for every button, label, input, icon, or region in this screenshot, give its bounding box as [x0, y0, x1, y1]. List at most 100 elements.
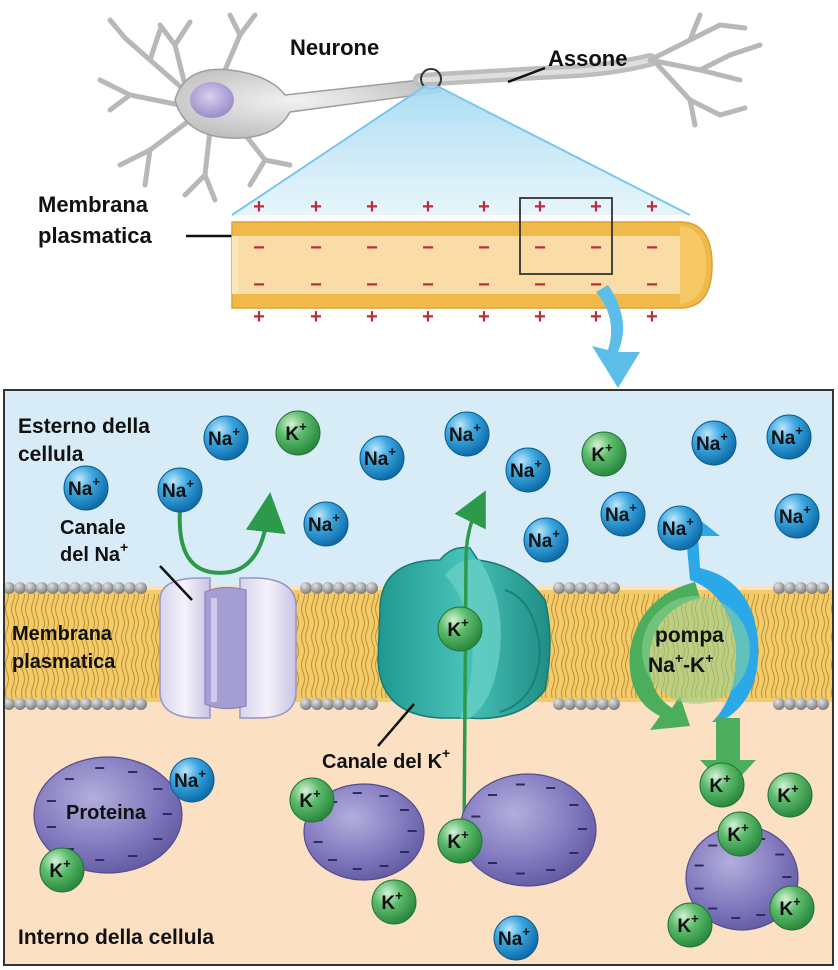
minus-sign: −	[646, 237, 658, 259]
ion-label: Na+	[68, 474, 100, 500]
protein-charge: −	[471, 806, 482, 826]
lipid-head	[608, 582, 620, 594]
protein-charge: −	[153, 779, 164, 799]
minus-sign: −	[646, 274, 658, 296]
lipid-head	[806, 698, 818, 710]
lipid-head	[311, 582, 323, 594]
protein-charge: −	[327, 850, 338, 870]
protein-charge: −	[569, 843, 580, 863]
label-interno: Interno della cellula	[18, 926, 214, 949]
lipid-head	[795, 698, 807, 710]
minus-sign: −	[310, 237, 322, 259]
lipid-head	[564, 698, 576, 710]
lipid-head	[25, 698, 37, 710]
lipid-head	[344, 698, 356, 710]
axon-charge-signs: ++−−++−−++−−++−−++−−++−−++−−++−−	[253, 196, 658, 328]
lipid-head	[597, 698, 609, 710]
protein-charge: −	[352, 783, 363, 803]
lipid-head	[817, 582, 829, 594]
panel-border	[3, 389, 834, 966]
minus-sign: −	[422, 274, 434, 296]
lipid-head	[311, 698, 323, 710]
k-flow-arrow	[454, 490, 486, 841]
k-ion: K+	[437, 606, 483, 652]
protein-charge: −	[707, 836, 718, 856]
lipid-head	[25, 582, 37, 594]
label-proteina: Proteina	[66, 802, 147, 824]
protein-charge: −	[46, 791, 57, 811]
plus-sign: +	[422, 306, 434, 328]
protein-charge: −	[127, 762, 138, 782]
ion-label: Na+	[364, 444, 396, 470]
label-membrana-mid-2: plasmatica	[12, 651, 116, 673]
minus-sign: −	[478, 237, 490, 259]
na-ion: Na+	[169, 757, 215, 803]
k-ion: K+	[289, 777, 335, 823]
label-neurone: Neurone	[290, 35, 379, 60]
minus-sign: −	[590, 274, 602, 296]
label-esterno-1: Esterno della	[18, 415, 150, 438]
lipid-head	[344, 582, 356, 594]
ion-label: K+	[49, 856, 71, 882]
ion-label: Na+	[779, 502, 811, 528]
ion-label: K+	[447, 615, 469, 641]
minus-sign: −	[590, 237, 602, 259]
protein-charge: −	[545, 860, 556, 880]
na-channel	[159, 577, 297, 719]
protein-charge: −	[487, 853, 498, 873]
protein-charge: −	[162, 804, 173, 824]
label-pompa-2: Na+-K+	[648, 650, 713, 677]
lipid-head	[3, 582, 15, 594]
na-ion: Na+	[493, 915, 539, 961]
na-ion: Na+	[359, 435, 405, 481]
label-canale-k: Canale del K+	[322, 745, 450, 773]
protein-charge: −	[755, 905, 766, 925]
lipid-head	[322, 582, 334, 594]
ion-label: K+	[381, 888, 403, 914]
lipid-head	[47, 582, 59, 594]
lipid-head	[113, 582, 125, 594]
k-ion: K+	[581, 431, 627, 477]
label-membrana-top-1: Membrana	[38, 192, 149, 217]
protein-charge: −	[379, 786, 390, 806]
axon-segment	[231, 221, 713, 309]
na-flow-arrow	[177, 492, 286, 575]
canale-na-pointer	[159, 565, 193, 601]
ion-label: K+	[447, 827, 469, 853]
lipid-head	[355, 698, 367, 710]
na-ion: Na+	[63, 465, 109, 511]
protein-charge: −	[487, 785, 498, 805]
lipid-head	[784, 582, 796, 594]
plus-sign: +	[366, 196, 378, 218]
pump-ring-green	[629, 582, 700, 730]
na-ion: Na+	[523, 517, 569, 563]
minus-sign: −	[310, 274, 322, 296]
lipid-head	[58, 582, 70, 594]
lipid-head	[124, 698, 136, 710]
lipid-head	[58, 698, 70, 710]
plus-sign: +	[253, 306, 265, 328]
protein-charge: −	[515, 863, 526, 883]
plus-sign: +	[478, 196, 490, 218]
protein-charge: −	[407, 821, 418, 841]
plus-sign: +	[366, 306, 378, 328]
label-assone: Assone	[548, 46, 627, 71]
ions: Na+K+Na+Na+Na+K+Na+Na+Na+Na+Na+Na+Na+Na+…	[39, 410, 820, 961]
assone-pointer	[507, 66, 546, 84]
lipid-head	[553, 698, 565, 710]
protein-charge: −	[569, 795, 580, 815]
lipid-head	[47, 698, 59, 710]
protein-charge: −	[379, 856, 390, 876]
lipid-head	[575, 698, 587, 710]
plus-sign: +	[310, 306, 322, 328]
zoom-cone	[232, 86, 690, 215]
ion-label: Na+	[771, 423, 803, 449]
protein-charge: −	[352, 859, 363, 879]
protein-charge: −	[694, 855, 705, 875]
k-ion: K+	[39, 847, 85, 893]
protein-charge: −	[94, 850, 105, 870]
lipid-head	[553, 582, 565, 594]
ion-label: K+	[591, 440, 613, 466]
lipid-head	[124, 582, 136, 594]
